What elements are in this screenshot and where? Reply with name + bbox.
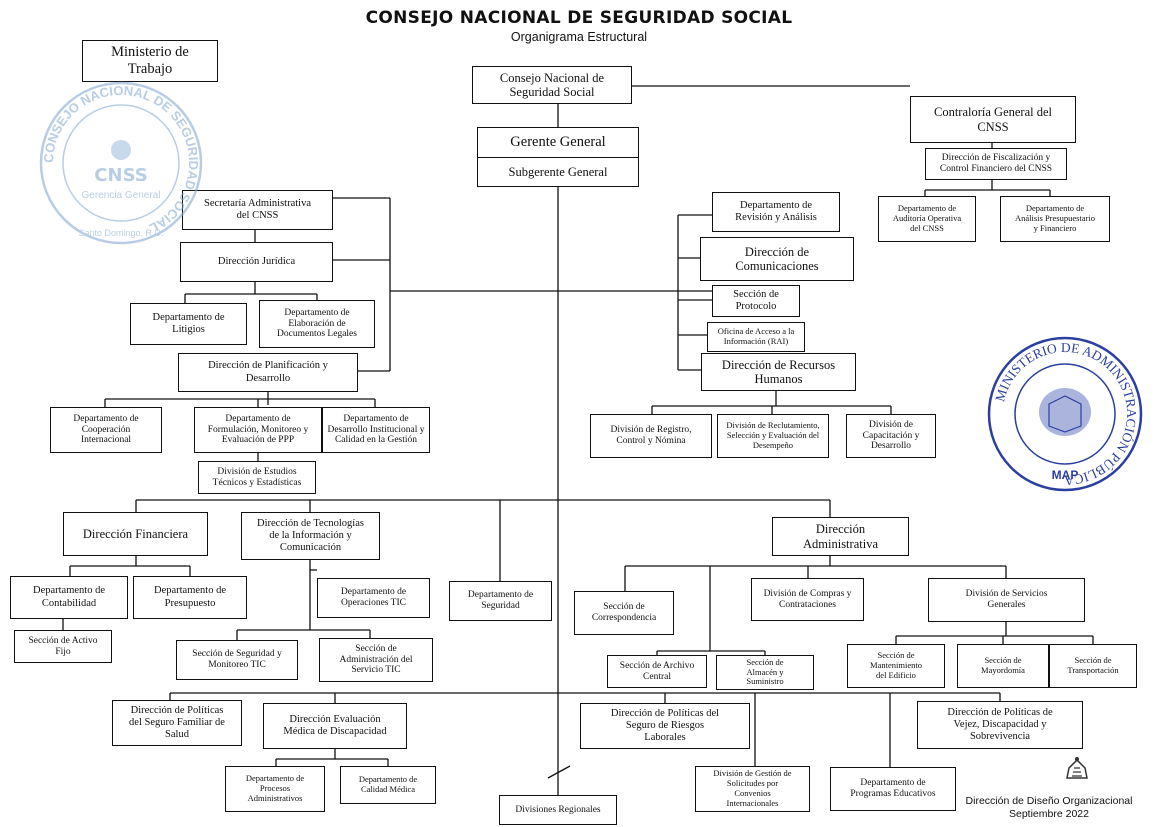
unit-fiscalizacion: Dirección de Fiscalización y Control Fin… [925, 148, 1067, 180]
unit-ministerio-trabajo: Ministerio de Trabajo [82, 40, 218, 82]
unit-transportacion: Sección de Transportación [1049, 644, 1137, 688]
unit-vejez-discapacidad: Dirección de Políticas de Vejez, Discapa… [917, 701, 1083, 749]
unit-litigios: Departamento de Litigios [130, 303, 247, 345]
unit-calidad-medica: Departamento de Calidad Médica [340, 766, 436, 804]
unit-seguridad-monitoreo-tic: Sección de Seguridad y Monitoreo TIC [176, 640, 298, 680]
unit-gestion-solicitudes: División de Gestión de Solicitudes por C… [695, 766, 810, 812]
unit-planificacion: Dirección de Planificación y Desarrollo [178, 353, 358, 392]
unit-presupuesto: Departamento de Presupuesto [133, 576, 247, 619]
cnss-stamp: CONSEJO NACIONAL DE SEGURIDAD SOCIAL CNS… [39, 81, 203, 245]
unit-seguro-familiar: Dirección de Políticas del Seguro Famili… [112, 700, 242, 746]
unit-contraloria: Contraloría General del CNSS [910, 96, 1076, 143]
unit-desarrollo-institucional: Departamento de Desarrollo Institucional… [322, 407, 430, 453]
unit-activo-fijo: Sección de Activo Fijo [14, 630, 112, 663]
unit-secretaria-administrativa: Secretaría Administrativa del CNSS [182, 190, 333, 230]
unit-divisiones-regionales: Divisiones Regionales [499, 795, 617, 825]
crest-icon [1066, 757, 1088, 779]
unit-direccion-financiera: Dirección Financiera [63, 512, 208, 556]
unit-estudios-tecnicos: División de Estudios Técnicos y Estadíst… [198, 461, 316, 494]
unit-direccion-tic: Dirección de Tecnologías de la Informaci… [241, 512, 380, 560]
unit-registro-nomina: División de Registro, Control y Nómina [590, 414, 712, 458]
unit-subgerente-general: Subgerente General [477, 157, 639, 187]
unit-comunicaciones: Dirección de Comunicaciones [700, 237, 854, 281]
footer-department: Dirección de Diseño Organizacional [965, 795, 1133, 807]
unit-direccion-juridica: Dirección Jurídica [180, 242, 333, 282]
unit-contabilidad: Departamento de Contabilidad [10, 576, 128, 619]
unit-protocolo: Sección de Protocolo [712, 285, 800, 317]
unit-oficina-rai: Oficina de Acceso a la Información (RAI) [707, 322, 805, 352]
unit-compras: División de Compras y Contrataciones [751, 578, 864, 621]
unit-capacitacion: División de Capacitación y Desarrollo [846, 414, 936, 458]
unit-mantenimiento: Sección de Mantenimiento del Edificio [847, 644, 945, 688]
unit-recursos-humanos: Dirección de Recursos Humanos [701, 353, 856, 391]
unit-servicios-generales: División de Servicios Generales [928, 578, 1085, 622]
svg-text:CNSS: CNSS [94, 165, 147, 186]
unit-servicio-tic: Sección de Administración del Servicio T… [319, 638, 433, 682]
svg-text:Santo Domingo, R.D.: Santo Domingo, R.D. [78, 228, 163, 238]
page-title: CONSEJO NACIONAL DE SEGURIDAD SOCIAL [365, 8, 793, 28]
unit-cooperacion: Departamento de Cooperación Internaciona… [50, 407, 162, 453]
svg-text:MAP: MAP [1052, 468, 1079, 482]
unit-procesos-administrativos: Departamento de Procesos Administrativos [225, 766, 325, 812]
unit-almacen: Sección de Almacén y Suministro [716, 655, 814, 690]
unit-mayordomia: Sección de Mayordomía [957, 644, 1049, 688]
unit-riesgos-laborales: Dirección de Políticas del Seguro de Rie… [580, 703, 750, 749]
unit-gerente-general: Gerente General [477, 127, 639, 158]
unit-formulacion: Departamento de Formulación, Monitoreo y… [194, 407, 322, 453]
unit-evaluacion-medica: Dirección Evaluación Médica de Discapaci… [263, 703, 407, 749]
unit-elaboracion-documentos: Departamento de Elaboración de Documento… [259, 300, 375, 348]
unit-reclutamiento: División de Reclutamiento, Selección y E… [717, 414, 829, 458]
page-subtitle: Organigrama Estructural [510, 30, 648, 44]
footer-date: Septiembre 2022 [1009, 808, 1089, 820]
unit-programas-educativos: Departamento de Programas Educativos [830, 767, 956, 811]
unit-consejo-nacional: Consejo Nacional de Seguridad Social [472, 66, 632, 104]
unit-seguridad: Departamento de Seguridad [449, 581, 552, 621]
svg-text:Gerencia General: Gerencia General [82, 190, 161, 201]
map-stamp: MINISTERIO DE ADMINISTRACIÓN PÚBLICA MAP [987, 336, 1143, 492]
unit-auditoria-operativa: Departamento de Auditoría Operativa del … [878, 196, 976, 242]
unit-operaciones-tic: Departamento de Operaciones TIC [317, 578, 430, 618]
unit-analisis-presupuestario: Departamento de Análisis Presupuestario … [1000, 196, 1110, 242]
unit-direccion-administrativa: Dirección Administrativa [772, 517, 909, 556]
unit-revision-analisis: Departamento de Revisión y Análisis [712, 192, 840, 232]
unit-archivo-central: Sección de Archivo Central [607, 655, 707, 688]
unit-correspondencia: Sección de Correspondencia [574, 591, 674, 635]
